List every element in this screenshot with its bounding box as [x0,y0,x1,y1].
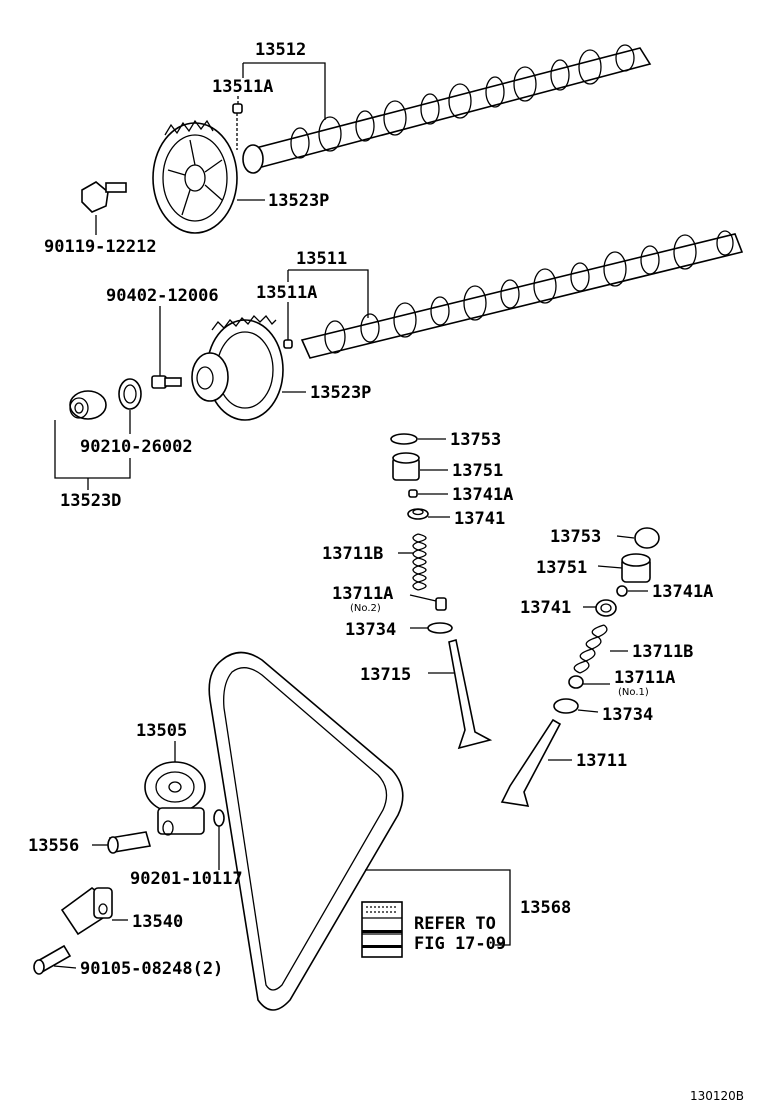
label-13711[interactable]: 13711 [576,751,627,771]
camshaft-pin-top[interactable] [232,103,243,114]
spring-13711B-a[interactable] [412,533,427,591]
retainer-13741-a[interactable] [407,508,429,520]
refer-to-line2: FIG 17-09 [414,934,506,954]
label-13751-a[interactable]: 13751 [452,461,503,481]
camshaft-timing-pulley-mid[interactable] [191,315,284,421]
label-13505[interactable]: 13505 [136,721,187,741]
label-13711B-b[interactable]: 13711B [632,642,693,662]
washer-13734-b[interactable] [553,698,579,714]
bolt-90402[interactable] [151,375,182,389]
label-13711B-a[interactable]: 13711B [322,544,383,564]
washer-13734-a[interactable] [427,622,453,634]
note-no1: (No.1) [618,687,649,698]
label-90402[interactable]: 90402-12006 [106,286,219,306]
retainer-13741-b[interactable] [595,599,617,617]
intake-camshaft[interactable] [300,230,744,359]
label-13523P-mid[interactable]: 13523P [310,383,371,403]
note-no2: (No.2) [350,603,381,614]
bolt-90119[interactable] [81,181,127,213]
label-13511[interactable]: 13511 [296,249,347,269]
valve-13715[interactable] [448,638,493,750]
leader-lines [53,62,648,969]
label-13741-a[interactable]: 13741 [454,509,505,529]
label-13568[interactable]: 13568 [520,898,571,918]
timing-belt-13568[interactable] [208,651,404,1011]
label-90210[interactable]: 90210-26002 [80,437,193,457]
label-13753-b[interactable]: 13753 [550,527,601,547]
label-13711A-a[interactable]: 13711A [332,584,393,604]
lifter-13751-a[interactable] [392,452,420,481]
label-13540[interactable]: 13540 [132,912,183,932]
spring-13711B-b[interactable] [573,624,608,674]
label-13523P-top[interactable]: 13523P [268,191,329,211]
idler-pulley-13505[interactable] [144,761,206,836]
label-13711A-b[interactable]: 13711A [614,668,675,688]
sleeve-90201[interactable] [213,809,225,827]
spring-seat-13711A-b[interactable] [568,675,584,689]
label-13523D[interactable]: 13523D [60,491,121,511]
label-13715[interactable]: 13715 [360,665,411,685]
label-13734-a[interactable]: 13734 [345,620,396,640]
keeper-13741A-a[interactable] [408,489,418,498]
camshaft-timing-pulley-top[interactable] [152,119,238,234]
label-90201[interactable]: 90201-10117 [130,869,243,889]
tensioner-13540[interactable] [60,886,113,936]
shim-13753-b[interactable] [634,527,660,549]
plug-13523D[interactable] [69,390,107,420]
exhaust-camshaft[interactable] [242,44,652,174]
label-13741A-b[interactable]: 13741A [652,582,713,602]
label-13753-a[interactable]: 13753 [450,430,501,450]
refer-to-line1: REFER TO [414,914,496,934]
lifter-13751-b[interactable] [621,553,651,583]
spring-seat-13711A-a[interactable] [435,597,447,611]
label-13512[interactable]: 13512 [255,40,306,60]
label-13734-b[interactable]: 13734 [602,705,653,725]
seal-ring-90210[interactable] [118,378,142,410]
valve-13711[interactable] [500,718,562,807]
label-13741-b[interactable]: 13741 [520,598,571,618]
keeper-13741A-b[interactable] [616,585,628,597]
label-13751-b[interactable]: 13751 [536,558,587,578]
camshaft-pin-mid[interactable] [283,339,293,349]
figure-code: 130120B [690,1089,744,1103]
label-13511A-mid[interactable]: 13511A [256,283,317,303]
label-13511A-top[interactable]: 13511A [212,77,273,97]
label-90119[interactable]: 90119-12212 [44,237,157,257]
reference-box-icon [361,901,403,958]
label-13556[interactable]: 13556 [28,836,79,856]
bolt-90105[interactable] [33,944,72,975]
part-labels: 13512 13511A 13523P 90119-12212 13511 90… [28,40,744,1103]
pivot-pin-13556[interactable] [107,831,152,854]
shim-13753-a[interactable] [390,433,418,445]
label-13741A-a[interactable]: 13741A [452,485,513,505]
label-90105[interactable]: 90105-08248(2) [80,959,223,979]
